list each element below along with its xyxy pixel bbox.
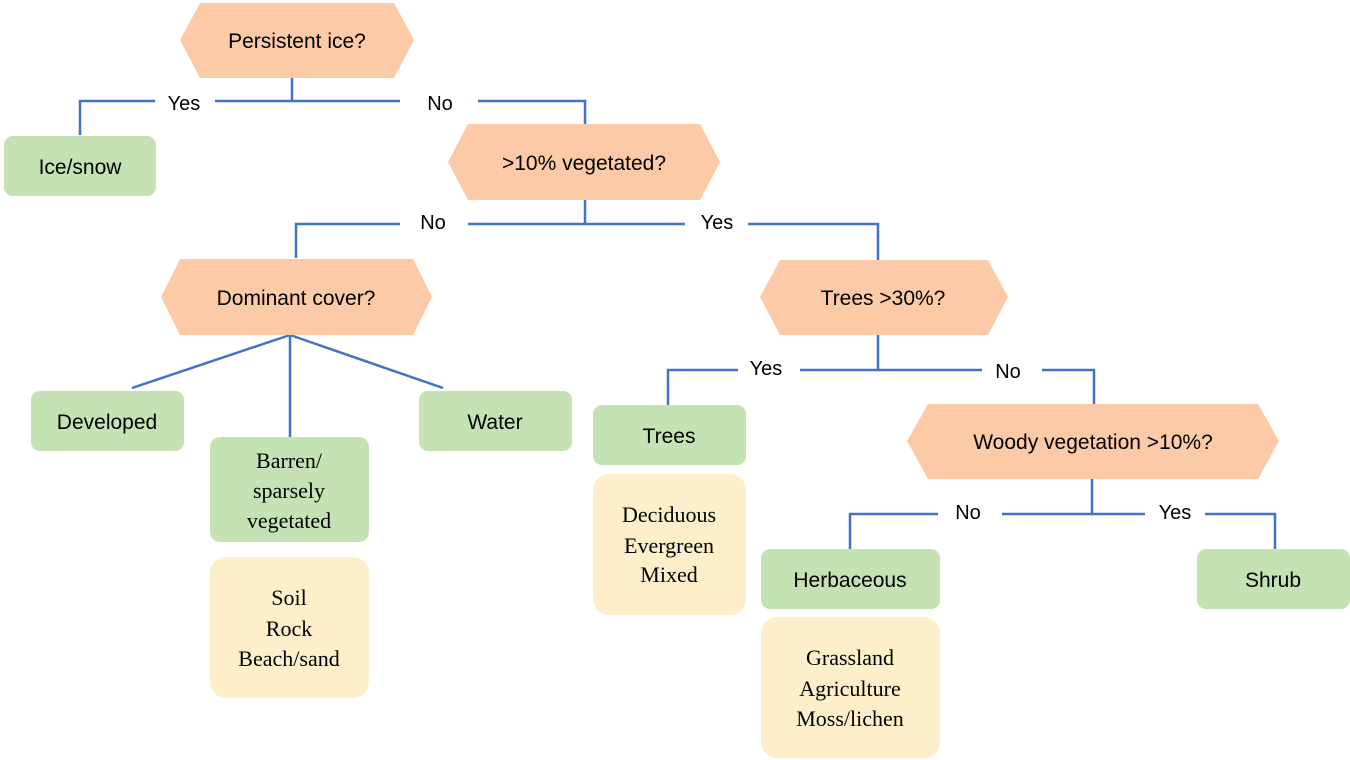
edge-label-woody-yes: Yes: [1159, 502, 1192, 524]
detail-herbaceous-moss-lichen: Moss/lichen: [796, 706, 904, 731]
detail-trees-evergreen: Evergreen: [624, 533, 714, 558]
edge-label-woody-no: No: [955, 502, 981, 524]
edge-ice-no: [292, 99, 587, 124]
decision-node-trees: Trees >30%?: [760, 260, 1008, 335]
edge-trees-no: [878, 368, 1096, 404]
class-node-developed: Developed: [31, 391, 184, 451]
edge-woody-no: [848, 479, 1094, 549]
class-label-herbaceous: Herbaceous: [793, 569, 906, 592]
edge-veg-no: [294, 200, 587, 258]
class-label-barren-line-1: Barren/: [256, 448, 323, 473]
class-label-barren-line-2: sparsely: [253, 478, 325, 503]
class-node-water: Water: [419, 391, 572, 451]
detail-herbaceous-grassland: Grassland: [806, 645, 894, 670]
decision-label-dominant-cover: Dominant cover?: [217, 287, 376, 310]
decision-node-woody: Woody vegetation >10%?: [907, 404, 1279, 479]
class-node-shrub: Shrub: [1197, 549, 1350, 609]
edge-labels: Yes No No Yes Yes No No Yes: [168, 93, 1192, 524]
edge-woody-yes: [1092, 512, 1277, 549]
class-label-shrub: Shrub: [1245, 569, 1301, 592]
connectors: [78, 78, 1277, 549]
class-label-water: Water: [467, 411, 522, 434]
detail-barren-soil: Soil: [271, 585, 306, 610]
decision-node-dominant-cover: Dominant cover?: [161, 259, 432, 335]
detail-trees-mixed: Mixed: [640, 562, 697, 587]
class-node-herbaceous: Herbaceous: [761, 549, 940, 609]
edge-label-ice-no: No: [427, 93, 453, 115]
edge-label-trees-yes: Yes: [750, 358, 783, 380]
edge-trees-yes: [666, 335, 880, 405]
class-node-trees: Trees: [593, 405, 746, 465]
decision-label-trees: Trees >30%?: [821, 287, 946, 310]
edge-label-veg-no: No: [420, 212, 446, 234]
detail-barren-rock: Rock: [266, 616, 312, 641]
edge-ice-yes: [78, 78, 294, 135]
class-label-ice-snow: Ice/snow: [39, 156, 123, 179]
decision-node-vegetated: >10% vegetated?: [448, 124, 720, 200]
class-label-trees: Trees: [643, 425, 696, 448]
detail-node-herbaceous: Grassland Agriculture Moss/lichen: [761, 617, 940, 758]
edge-label-trees-no: No: [995, 361, 1021, 383]
class-node-barren: Barren/ sparsely vegetated: [210, 437, 369, 542]
detail-node-barren: Soil Rock Beach/sand: [210, 557, 369, 698]
class-label-barren-line-3: vegetated: [247, 508, 331, 533]
edge-veg-yes: [585, 222, 880, 260]
detail-barren-beach-sand: Beach/sand: [238, 646, 339, 671]
edge-label-veg-yes: Yes: [701, 212, 734, 234]
detail-herbaceous-agriculture: Agriculture: [799, 676, 900, 701]
decision-label-persistent-ice: Persistent ice?: [228, 30, 366, 53]
decision-node-persistent-ice: Persistent ice?: [180, 3, 414, 78]
decision-label-woody: Woody vegetation >10%?: [973, 431, 1213, 454]
detail-trees-deciduous: Deciduous: [622, 502, 716, 527]
class-node-ice-snow: Ice/snow: [4, 136, 156, 196]
edge-label-ice-yes: Yes: [168, 93, 201, 115]
decision-label-vegetated: >10% vegetated?: [502, 152, 666, 175]
class-label-developed: Developed: [57, 411, 157, 434]
edge-cover-water: [289, 333, 444, 390]
edge-cover-developed: [131, 333, 291, 390]
detail-node-trees: Deciduous Evergreen Mixed: [593, 474, 746, 615]
